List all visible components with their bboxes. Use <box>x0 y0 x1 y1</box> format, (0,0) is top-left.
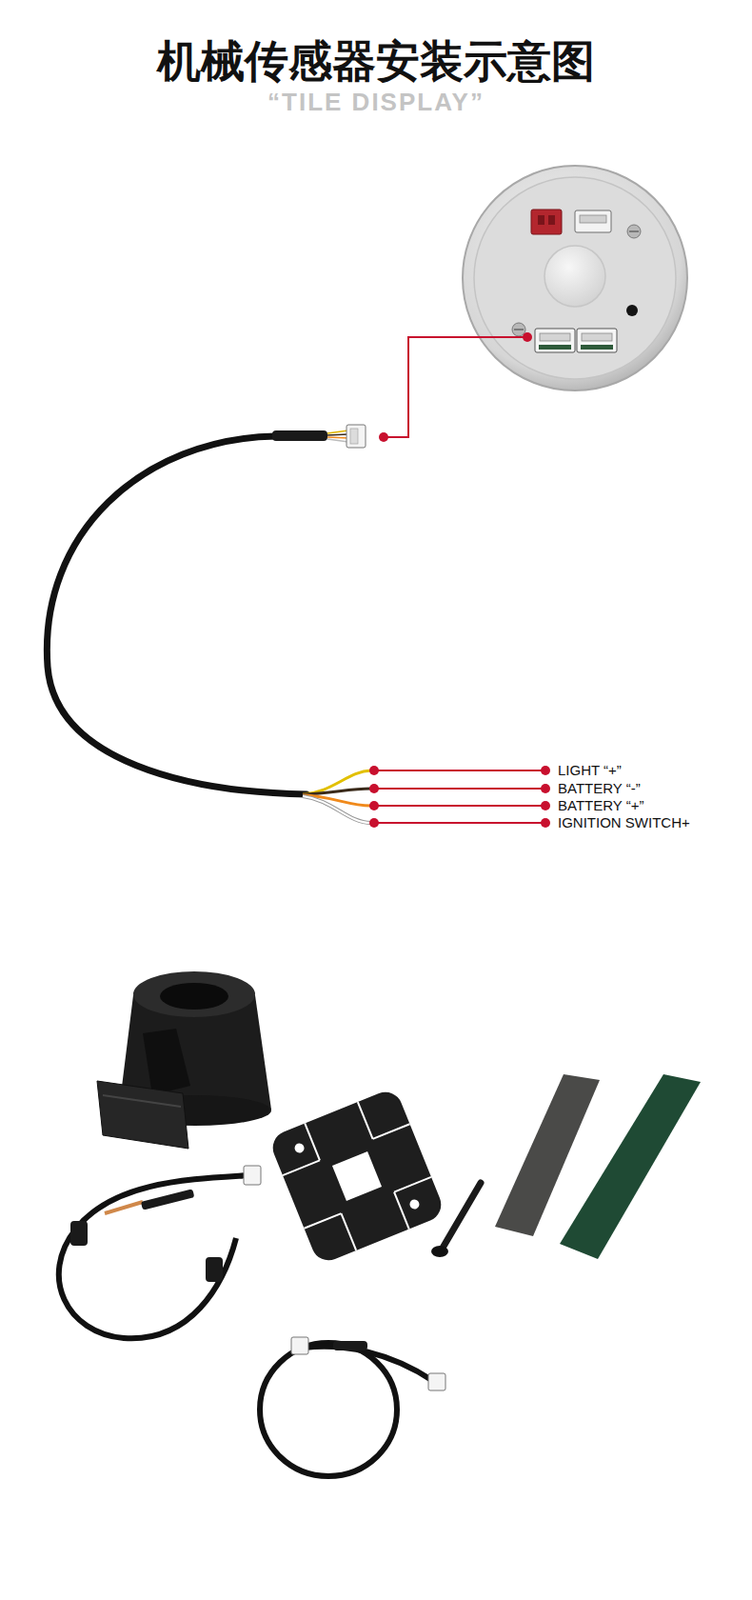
wire-harness <box>346 424 366 448</box>
power-cable <box>104 1201 143 1213</box>
gauge-body <box>462 165 688 391</box>
mounting-plate <box>373 1123 411 1139</box>
subtitle: “TILE DISPLAY” <box>0 87 752 118</box>
power-cable <box>243 1165 261 1185</box>
wire-leader <box>374 769 546 772</box>
gauge-body <box>462 165 688 391</box>
mounting-plate <box>267 1086 446 1265</box>
mounting-plate <box>394 1176 432 1192</box>
wire-harness <box>302 788 372 794</box>
gauge-body <box>514 328 524 331</box>
wire-harness <box>327 430 349 434</box>
mounting-plate <box>394 1191 410 1229</box>
gauge-body <box>534 328 575 353</box>
wire-leader <box>540 800 551 811</box>
signal-cable <box>259 1342 397 1476</box>
wire-harness <box>350 428 358 444</box>
mounting-plate <box>340 1212 357 1250</box>
mounting-plate <box>282 1159 320 1175</box>
adhesive-strip <box>559 1073 701 1259</box>
wire-leader <box>369 765 551 828</box>
leader-line <box>522 332 533 342</box>
mounting-plate <box>303 1212 341 1228</box>
wire-leader <box>369 817 379 828</box>
signal-cable <box>259 1336 446 1476</box>
wire-harness <box>46 424 372 823</box>
bolt <box>431 1182 481 1257</box>
gauge-body <box>548 215 555 225</box>
mounting-plate <box>293 1141 306 1154</box>
mounting-plate <box>267 1086 446 1265</box>
gauge-pod <box>97 970 272 1148</box>
pin-name: BATTERY “+” <box>557 796 644 814</box>
gauge-body <box>574 210 612 233</box>
bolt <box>431 1245 449 1257</box>
pin-name: LIGHT “+” <box>557 761 622 779</box>
gauge-body <box>629 230 639 233</box>
gauge-body <box>539 333 571 341</box>
gauge-pod <box>97 1080 189 1148</box>
signal-cable <box>304 1345 434 1381</box>
gauge-pod <box>102 1094 181 1107</box>
wire-harness <box>302 795 372 823</box>
pin-name: BATTERY “-” <box>557 779 641 797</box>
pin-name: IGNITION SWITCH+ <box>557 813 691 832</box>
gauge-body <box>512 322 526 337</box>
gauge-body <box>544 245 606 307</box>
gauge-pod <box>142 1028 191 1095</box>
wire-leader <box>374 821 546 824</box>
power-cable <box>59 1174 250 1338</box>
gauge-pod <box>133 970 256 1017</box>
wire-harness <box>327 434 349 436</box>
gauge-body <box>579 215 607 223</box>
wire-harness <box>46 435 307 794</box>
adhesive-strip <box>494 1073 701 1259</box>
wire-harness <box>302 795 372 823</box>
gauge-body <box>581 333 613 341</box>
gauge-body <box>531 209 562 235</box>
wire-leader <box>374 804 546 807</box>
wire-leader <box>369 800 379 811</box>
mounting-plate <box>304 1122 320 1160</box>
gauge-body <box>626 304 638 317</box>
gauge-body <box>627 224 641 238</box>
page-title: 机械传感器安装示意图 <box>0 34 752 88</box>
gauge-pod <box>159 982 229 1010</box>
gauge-body <box>474 177 676 379</box>
leader-line <box>383 336 528 437</box>
wire-leader <box>540 765 551 775</box>
gauge-body <box>538 344 572 350</box>
mounting-plate <box>408 1197 421 1210</box>
leader-line <box>378 332 533 442</box>
wire-leader <box>369 765 379 775</box>
signal-cable <box>333 1340 368 1350</box>
wire-harness <box>327 438 349 442</box>
signal-cable <box>291 1336 309 1354</box>
wire-harness <box>327 436 349 438</box>
gauge-body <box>537 215 545 225</box>
wire-leader <box>374 787 546 790</box>
mounting-plate <box>332 1150 382 1201</box>
signal-cable <box>428 1372 446 1390</box>
power-cable <box>140 1187 196 1209</box>
wire-leader <box>540 817 551 828</box>
gauge-body <box>580 344 614 350</box>
wire-harness <box>302 770 372 794</box>
leader-line <box>378 432 389 442</box>
gauge-body <box>576 328 617 353</box>
wire-leader <box>369 783 379 793</box>
power-cable <box>205 1256 223 1282</box>
wire-leader <box>540 783 551 793</box>
power-cable <box>59 1165 261 1338</box>
wire-harness <box>272 430 328 441</box>
mounting-plate <box>357 1101 374 1139</box>
power-cable <box>70 1220 88 1246</box>
bolt <box>441 1182 481 1249</box>
